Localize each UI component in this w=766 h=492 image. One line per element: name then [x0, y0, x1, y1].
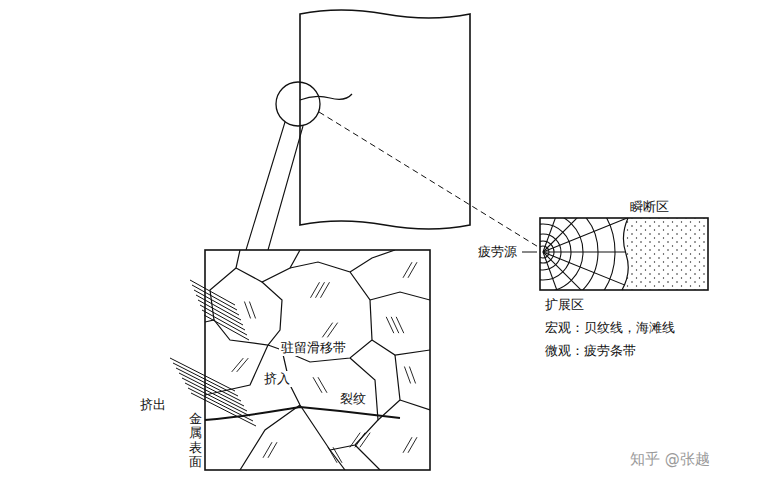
slip-line: [313, 377, 322, 393]
hatch-line: [194, 290, 239, 315]
hatch-line: [192, 285, 237, 310]
radial-line: [543, 252, 645, 293]
origin-label: 疲劳源: [478, 244, 517, 260]
radial-line: [543, 251, 653, 252]
extrusion-hatch: [170, 280, 256, 426]
slip-line: [244, 302, 250, 319]
part-label: 挤入: [262, 371, 292, 387]
slip-line: [237, 358, 249, 372]
hatch-line: [170, 358, 235, 391]
slip-line: [404, 367, 410, 384]
fracture-surface: [540, 218, 708, 290]
slip-line: [350, 433, 360, 448]
slip-line: [311, 282, 320, 298]
zone-label: 扩展区: [545, 297, 584, 313]
hatch-line: [182, 378, 247, 411]
slip-line: [232, 358, 244, 372]
zone-boundary: [622, 218, 628, 290]
watermark: 知乎 @张越: [630, 450, 710, 469]
fast-fracture-zone: [622, 218, 708, 290]
hatch-line: [176, 368, 241, 401]
part-label: 挤出: [138, 397, 168, 413]
surface-crack: [300, 94, 352, 100]
slip-line: [322, 323, 332, 338]
slip-line: [355, 433, 365, 448]
hatch-line: [173, 363, 238, 396]
crack: [205, 407, 400, 420]
magnified-view: [205, 250, 430, 470]
hatch-line: [190, 280, 235, 305]
note-text: 微观：疲劳条带: [545, 343, 636, 359]
hatch-line: [204, 315, 249, 340]
part-label: 金属表面: [187, 412, 204, 469]
hatch-line: [202, 310, 247, 335]
slip-line: [408, 262, 417, 278]
part-label: 裂纹: [338, 391, 368, 407]
origin-leader: [522, 252, 537, 253]
slip-line: [403, 262, 412, 278]
hatch-line: [198, 300, 243, 325]
slip-line: [263, 442, 272, 458]
slip-line: [333, 447, 342, 463]
hatch-line: [200, 305, 245, 330]
slip-line: [360, 433, 370, 448]
slip-line: [249, 302, 255, 319]
zone-label: 瞬断区: [630, 199, 669, 215]
note-text: 宏观：贝纹线，海滩线: [545, 320, 675, 336]
hatch-line: [179, 373, 244, 406]
slip-line: [321, 282, 330, 298]
hatch-line: [196, 295, 241, 320]
slip-line: [316, 282, 325, 298]
section-line: [319, 112, 540, 248]
slip-line: [409, 367, 415, 384]
magnify-circle: [276, 82, 320, 126]
radial-line: [543, 174, 621, 252]
slip-line: [396, 317, 404, 333]
slip-line: [327, 323, 337, 338]
radial-line: [543, 211, 645, 252]
radial-line: [543, 149, 581, 252]
slip-line: [318, 377, 327, 393]
radial-line: [543, 252, 621, 330]
slip-line: [403, 437, 412, 453]
slip-line: [328, 447, 337, 463]
slip-bands: [232, 262, 417, 463]
magnify-line: [246, 122, 303, 250]
part-label: 驻留滑移带: [279, 340, 348, 356]
slip-line: [408, 437, 417, 453]
slip-line: [268, 442, 277, 458]
specimen-plate: [300, 10, 470, 229]
grain-boundaries: [205, 250, 430, 470]
